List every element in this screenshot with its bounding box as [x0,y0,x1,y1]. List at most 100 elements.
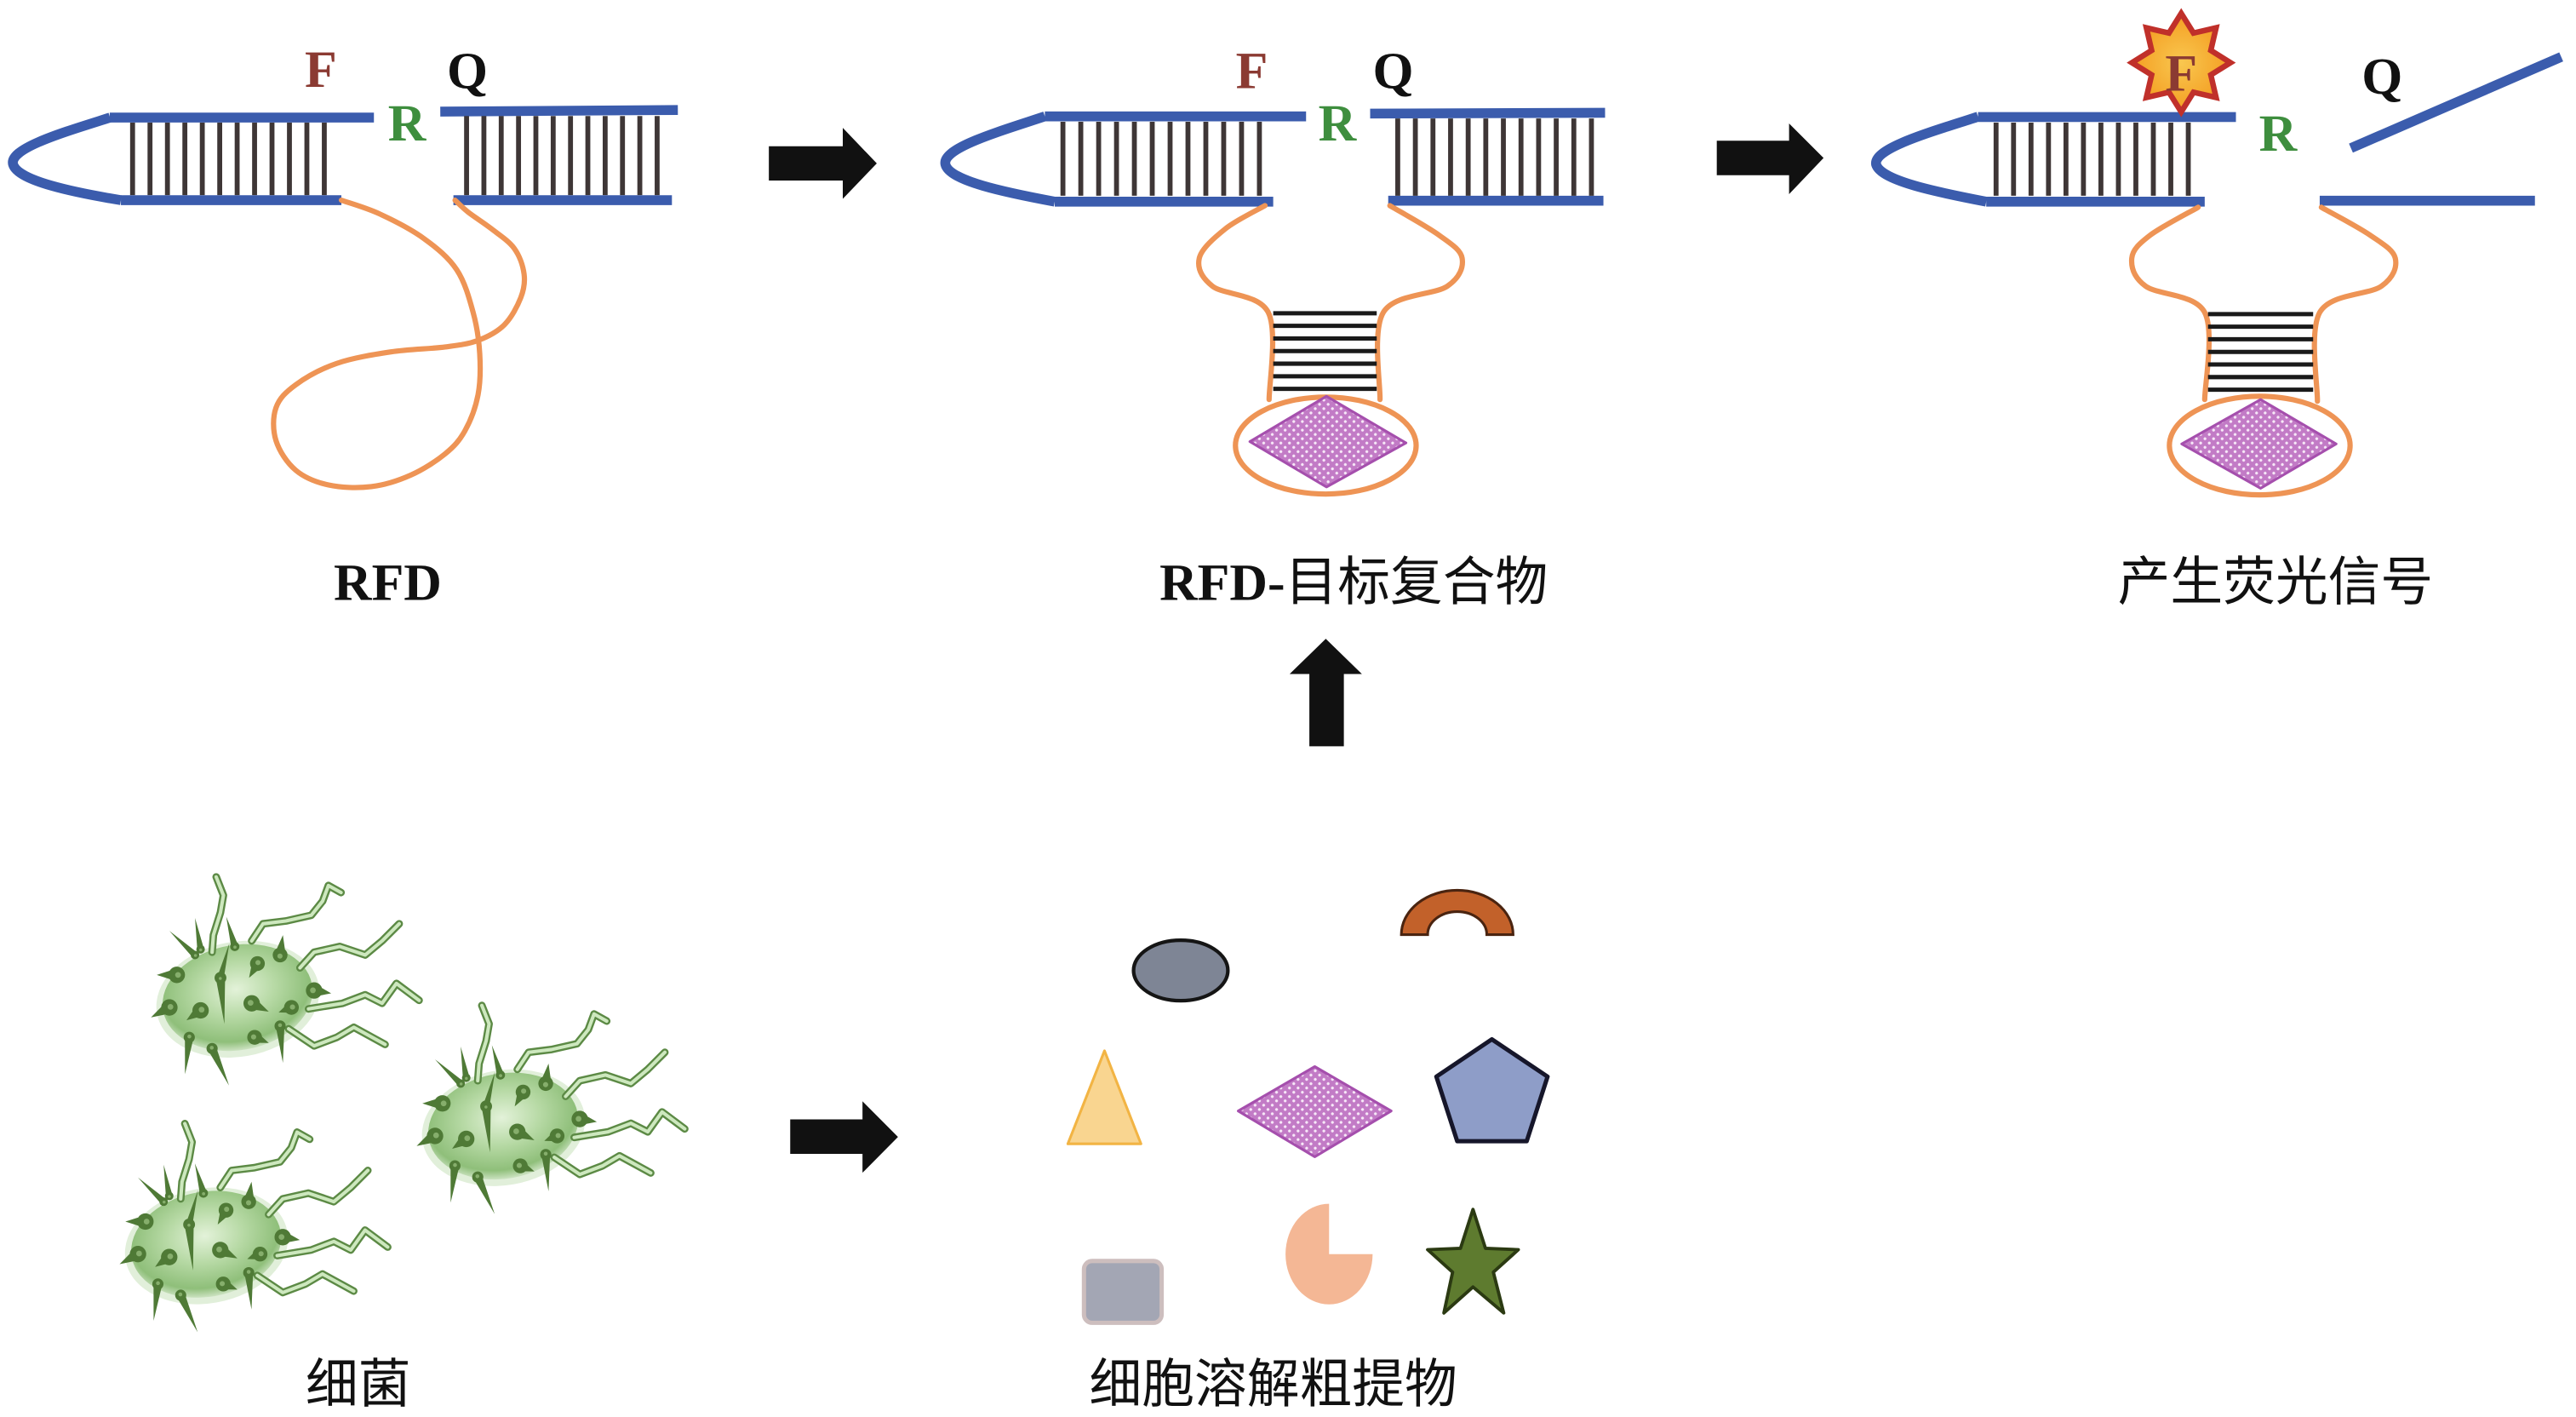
bacterium-spike-highlight [167,1253,174,1259]
bacterium-spike [163,1164,173,1197]
bacterium-spike [184,1224,194,1271]
base-pairs-left [129,123,327,196]
flagellum [552,1154,653,1177]
base-pairs-right [464,116,660,196]
aptamer-linker-right [2311,204,2399,404]
star-molecule-icon [1426,1208,1520,1315]
caption-prefix: RFD- [1159,554,1285,612]
bacterium-icon [119,1120,392,1333]
bacterium-spike [450,1165,460,1203]
cleaved-strand-diagonal [2349,52,2563,153]
bacterium-spike [215,977,226,1024]
bacterium-spike-highlight [542,1081,548,1087]
bacterium-spike-highlight [277,953,283,959]
flagellum [210,875,226,955]
flagellum [266,1168,370,1217]
panel-caption-lysate: 细胞溶解粗提物 [1090,1356,1457,1414]
panel-rfd-probe: F Q R RFD [8,41,678,612]
flagellum [275,1228,390,1258]
bacterium-spike-highlight [168,1195,171,1198]
flagellum-outline [248,881,346,945]
bacterium-spike [186,1190,198,1225]
bacterium-spike [481,1105,491,1153]
bacterium-spike-highlight [178,1292,183,1297]
bacterium-spike [194,1163,207,1195]
bacterium-spike-highlight [278,1023,283,1028]
bacterium-spike-highlight [246,1270,251,1274]
hairpin-loop [8,112,122,205]
bacterium-spike [473,1175,495,1214]
bacterium-spike-highlight [175,972,181,978]
caption-text: 目标复合物 [1285,554,1548,612]
bacterium-spike [461,1046,470,1079]
fluorophore-label: F [1236,42,1268,100]
bacterium-spike [226,916,238,948]
bacterium-spike-highlight [459,1082,463,1086]
bacterium-spike [244,1272,254,1310]
flagellum [287,1025,387,1048]
bacterium-spike-highlight [543,1151,548,1156]
bacterium-spike [185,1036,194,1075]
panel-bacteria: 细菌 [119,873,689,1414]
arrow-right-icon [790,1101,898,1173]
bacterium-spike-highlight [440,1100,447,1107]
flagellum-outline [562,1048,669,1100]
flagellum-outline [295,920,404,972]
bacterium-spike-highlight [453,1162,457,1167]
arc-molecule-icon [1400,888,1514,937]
bacterium-spike-highlight [136,1250,142,1257]
pentagon-molecule-icon [1434,1036,1550,1144]
pie-molecule-icon [1285,1203,1373,1305]
arrow-right-icon [769,128,877,199]
flagellum-outline [216,1128,314,1191]
bacterium-spike-highlight [224,1207,230,1213]
aptamer-linker-left [1196,203,1276,403]
aptamer-linker-left [2128,204,2212,403]
bacterium-spike-highlight [289,1004,295,1010]
bacterium-spike-highlight [250,1034,256,1040]
bacterium-spike-highlight [193,954,197,957]
aptamer-linker-unfolded [271,198,528,490]
flagellum-outline [513,1010,611,1074]
bacterium-spike-highlight [475,1174,480,1179]
flagellum [564,1050,667,1099]
bacterium-icon [416,1001,689,1214]
target-molecule-icon [1248,394,1408,489]
panel-caption-signal: 产生荧光信号 [2118,554,2433,612]
bacterium-spike [491,1045,504,1076]
base-pairs-left [1060,122,1262,196]
bacterium-spike-highlight [484,1105,488,1109]
flagellum [572,1110,687,1139]
triangle-molecule-icon [1066,1049,1142,1145]
bacterium-spike-highlight [245,1200,252,1206]
bacterium-spike [541,1154,551,1191]
quencher-label: Q [2361,48,2402,106]
ribozyme-label: R [388,95,427,152]
aptamer-stem-pairs [1273,311,1377,392]
hairpin-loop [940,112,1056,207]
panel-caption-rfd: RFD [334,554,442,612]
flagellum-outline [265,1167,372,1219]
bacterium-spike [153,1283,163,1322]
bacterium-spike-highlight [187,1034,192,1039]
bacterium-spike-highlight [575,1116,581,1122]
dna-strand-top-right [440,105,678,117]
bacterium-spike [169,931,197,958]
bacterium-spike-highlight [278,1234,285,1240]
aptamer-stem-pairs [2207,312,2314,393]
bacterium-spike [217,943,230,979]
bacterium-spike-highlight [233,945,237,949]
square-molecule-icon [1081,1259,1165,1325]
bacterium-spike-highlight [198,1007,205,1013]
flagellum [249,883,343,943]
bacterium-spike-highlight [516,1162,523,1168]
flagellum [179,1122,194,1201]
bacterium-spike-highlight [247,1000,254,1006]
panel-caption-bacteria: 细菌 [306,1356,411,1414]
bacterium-spike-highlight [521,1088,527,1094]
bacterium-spike-highlight [167,1003,174,1010]
bacterium-spike-highlight [310,987,316,994]
bacterium-spike-highlight [258,1251,264,1257]
dna-strand-top-right [1370,107,1606,119]
